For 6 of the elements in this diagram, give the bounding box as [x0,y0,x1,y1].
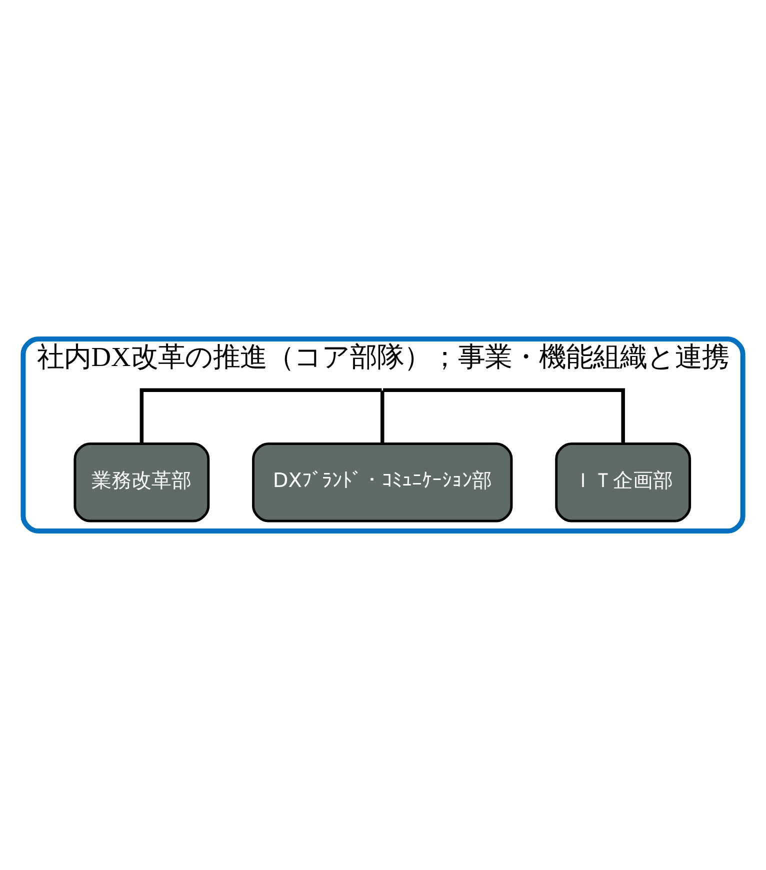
node-box: DXﾌﾞﾗﾝﾄﾞ・ｺﾐｭﾆｹｰｼｮﾝ部 [252,442,513,522]
node-box: ＩＴ企画部 [555,442,692,522]
connector [383,388,625,444]
connector [380,390,384,444]
connector [140,388,382,444]
node-box: 業務改革部 [74,442,210,522]
